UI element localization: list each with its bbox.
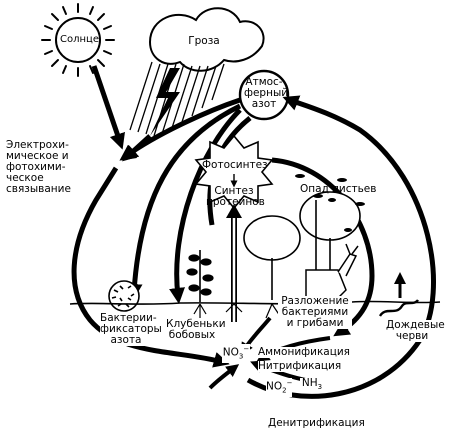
protein-synthesis-label: Синтез протеинов: [206, 185, 265, 208]
fixation-line-1: Электрохи-: [6, 139, 69, 151]
falling-leaves-icon: [295, 174, 365, 232]
nodules-label: Клубеньки бобовых: [166, 318, 226, 341]
nitrate-superscript: −: [243, 345, 250, 353]
nitrogen-fixers-label: Бактерии- фиксаторы азота: [100, 312, 162, 346]
earthworm-icon: [378, 299, 419, 317]
bacteria-ball-icon: [108, 280, 140, 312]
protein-synthesis-line-2: протеинов: [206, 196, 265, 208]
nitrogen-fixers-line-1: Бактерии-: [100, 312, 157, 324]
nitrogen-to-fixers-arrows: [126, 103, 242, 304]
nitrite-label: NO2−: [266, 378, 292, 397]
decomposition-line-3: и грибами: [286, 317, 344, 329]
atmospheric-nitrogen-line-2: ферный: [244, 87, 289, 99]
nitrate-subscript: 3: [238, 352, 244, 361]
ammonia-label: NH3: [300, 377, 324, 394]
nitrite-formula: NO: [266, 380, 283, 393]
ammonia-formula: NH: [301, 377, 318, 389]
earthworms-label: Дождевые черви: [386, 319, 445, 342]
atmospheric-nitrogen-line-1: Атмос-: [245, 76, 283, 88]
nodules-line-2: бобовых: [168, 329, 216, 341]
decomposition-line-1: Разложение: [281, 295, 349, 307]
bean-plant-icon: [186, 250, 214, 302]
sun-icon: [41, 3, 115, 77]
nitrite-subscript: 2: [282, 386, 287, 395]
decomposition-line-2: бактериями: [281, 306, 349, 318]
nitrogen-fixers-line-2: фиксаторы: [100, 323, 162, 335]
photosynthesis-label: Фотосинтез: [202, 159, 268, 171]
atmospheric-nitrogen-line-3: азот: [251, 98, 277, 110]
decomposition-label: Разложение бактериями и грибами: [278, 296, 352, 329]
fixation-to-nitrate-arrow: [71, 166, 230, 368]
lightning-icon: [150, 68, 180, 136]
atmospheric-nitrogen-label: Атмос- ферный азот: [244, 76, 289, 110]
fixation-arrows: [91, 65, 241, 162]
nitrate-label: NO3−: [222, 344, 250, 363]
storm-label: Гроза: [188, 35, 220, 47]
earthworms-line-1: Дождевые: [386, 319, 445, 331]
nitrogen-fixers-line-3: азота: [110, 334, 142, 346]
nodules-line-1: Клубеньки: [166, 318, 226, 330]
sun-label: Солнце: [60, 34, 99, 45]
leaf-fall-arrow: [271, 157, 375, 337]
nitrification-label: Нитрификация: [258, 360, 342, 372]
ground-line: [69, 300, 441, 305]
nitrite-superscript: −: [286, 379, 293, 387]
trees-icon: [243, 191, 361, 300]
atmospheric-nitrogen-circle: [238, 69, 290, 121]
ammonia-subscript: 3: [317, 383, 323, 392]
storm-cloud-icon: [148, 7, 265, 72]
denitrification-label: Денитрификация: [268, 417, 365, 429]
earthworms-line-2: черви: [395, 330, 429, 342]
fixation-line-5: связывание: [6, 183, 71, 195]
worm-up-arrow: [394, 272, 406, 298]
denitrification-arrow: [246, 95, 436, 399]
nitrate-formula: NO: [222, 346, 239, 359]
fixation-line-2: мическое и: [6, 150, 69, 162]
protein-synthesis-line-1: Синтез: [214, 185, 254, 197]
fixation-line-4: ческое: [6, 172, 44, 184]
ammonification-label: Аммонификация: [258, 346, 351, 358]
fixation-line-3: фотохими-: [6, 161, 66, 173]
leaf-fall-label: Опад листьев: [300, 183, 377, 195]
fixation-label: Электрохи- мическое и фотохими- ческое с…: [6, 140, 71, 195]
